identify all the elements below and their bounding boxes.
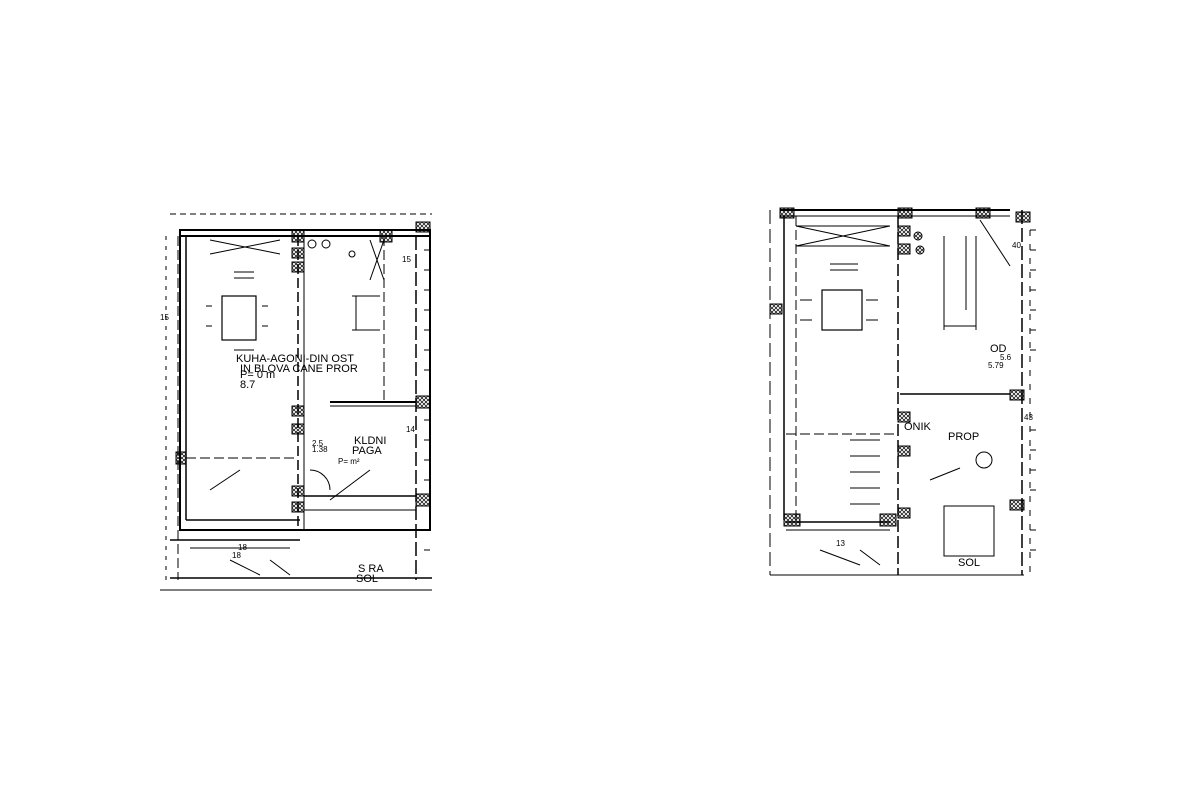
column	[1009, 499, 1025, 511]
floor-plan-right: OD 5.79 ONIK PROP SOL 40 43 5.6 13	[769, 207, 1036, 576]
column	[897, 243, 911, 255]
dimension-label: 40	[1012, 241, 1021, 250]
room-label: S RA	[358, 563, 384, 575]
column	[897, 411, 911, 423]
column	[415, 395, 431, 409]
dimension-label: 43	[1024, 413, 1033, 422]
dimension-label: 13	[836, 539, 845, 548]
column	[379, 229, 393, 243]
room-area: 5.79	[988, 361, 1004, 370]
floor-plan-left: KUHA-AGONI-DIN OST IN BLOVA CANE PROR P=…	[160, 213, 432, 591]
room-label: ONIK	[904, 421, 932, 433]
room-label: PAGA	[352, 445, 382, 457]
column	[1015, 211, 1031, 223]
column	[415, 221, 431, 233]
room-label: SOL	[356, 573, 378, 585]
dimension-label: 2.5	[312, 439, 324, 448]
dining-table	[221, 295, 257, 341]
column	[291, 247, 305, 259]
room-area: P= 0 m	[240, 369, 275, 381]
dimension-label: 18	[232, 551, 241, 560]
column	[291, 501, 305, 513]
room-label: PROP	[948, 431, 979, 443]
room-label: KLDNI	[354, 435, 386, 447]
column	[291, 229, 305, 243]
dimension-label: 14	[406, 425, 415, 434]
exterior-wall	[179, 229, 431, 531]
column	[975, 207, 991, 219]
column	[779, 207, 795, 219]
column	[769, 303, 783, 315]
room-label: IN BLOVA CANE PROR	[240, 363, 358, 375]
room-area: 8.7	[240, 379, 255, 391]
column	[291, 485, 305, 497]
column	[415, 493, 431, 507]
column	[291, 261, 305, 273]
column	[291, 405, 305, 417]
room-label: OD	[990, 343, 1007, 355]
column	[897, 507, 911, 519]
column	[879, 513, 897, 527]
column	[175, 451, 187, 465]
room-label: KUHA-AGONI-DIN OST	[236, 353, 354, 365]
column	[783, 513, 801, 527]
column	[1009, 389, 1025, 401]
column	[897, 445, 911, 457]
room-area: P= m²	[338, 457, 360, 466]
dimension-label: 15	[402, 255, 411, 264]
dimension-label: 15	[160, 313, 169, 322]
column	[291, 423, 305, 435]
column	[897, 207, 913, 219]
dining-table	[821, 289, 863, 331]
dimension-label: 18	[238, 543, 247, 552]
dimension-label: 5.6	[1000, 353, 1012, 362]
column	[897, 225, 911, 237]
dimension-label: 1.38	[312, 445, 328, 454]
room-label: SOL	[958, 557, 980, 569]
